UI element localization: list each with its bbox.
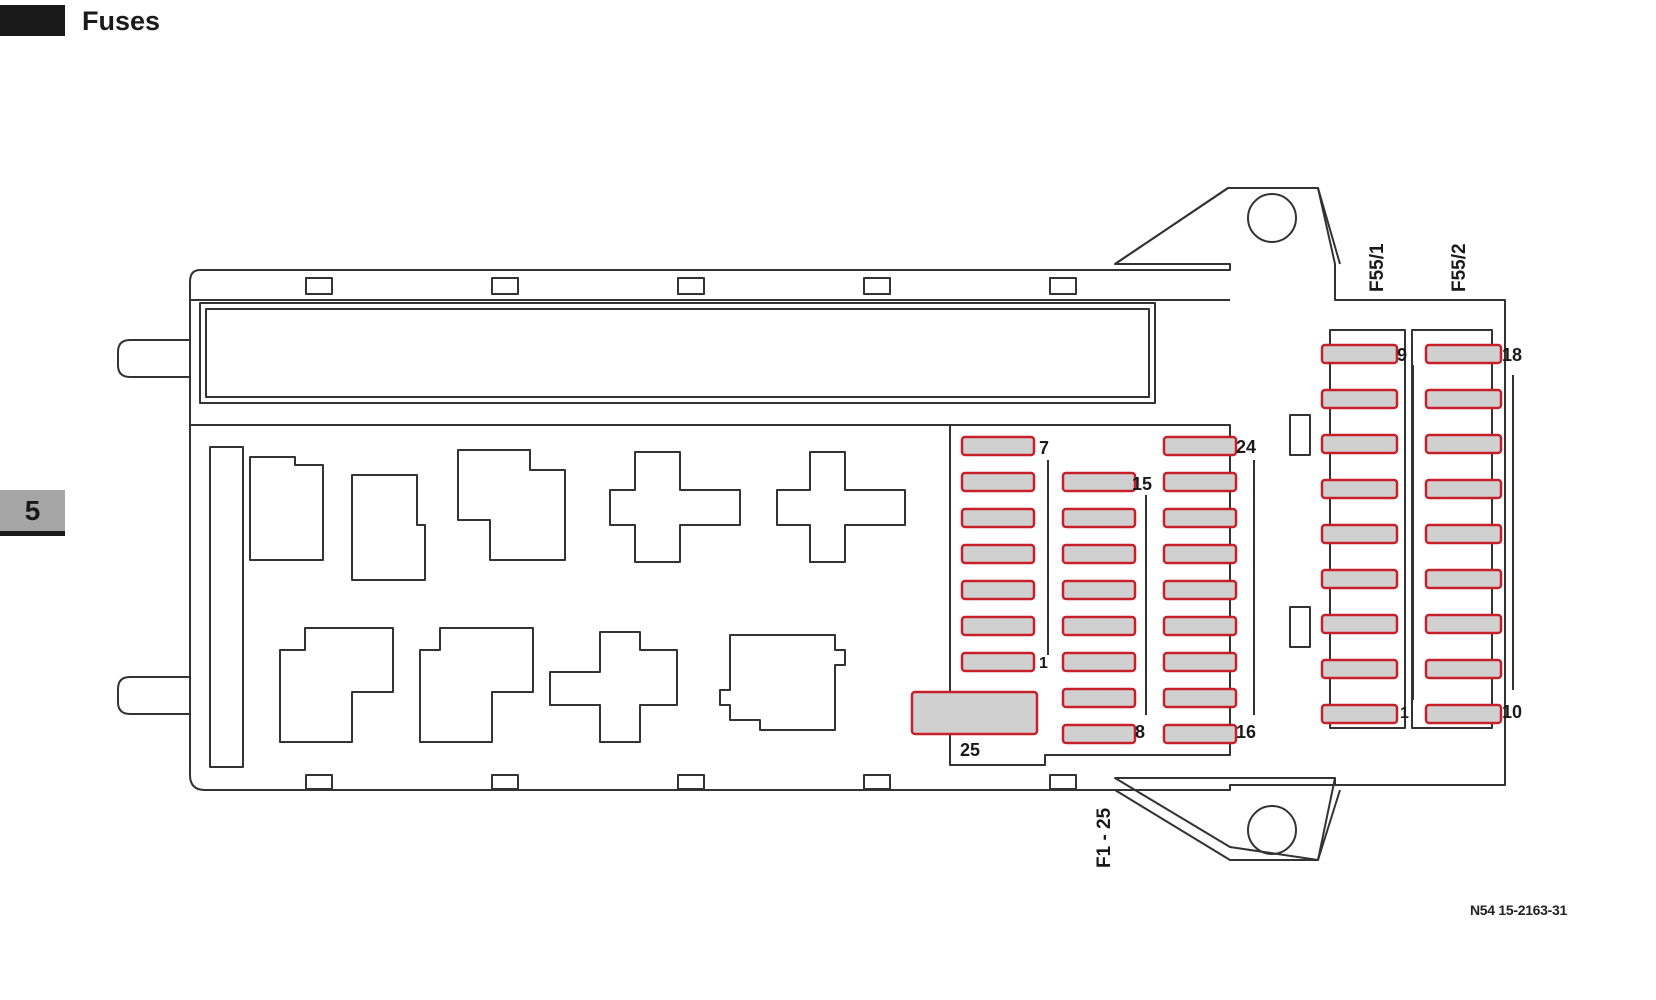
clip (1049, 774, 1077, 790)
fuse-slot (1162, 579, 1238, 601)
header-bar (0, 5, 65, 36)
fuse-slot (1061, 579, 1137, 601)
fuse-slot (1162, 543, 1238, 565)
mounting-hole-top (1247, 193, 1297, 243)
side-strip (209, 446, 244, 768)
fuse-slot (1320, 568, 1399, 590)
chapter-number: 5 (24, 495, 41, 526)
fuse-slot (1424, 433, 1503, 455)
fuse-slot (1424, 703, 1503, 725)
fuse-slot (960, 615, 1036, 637)
relay-bar-inner (205, 308, 1150, 398)
fuse-slot (1061, 651, 1137, 673)
clip (491, 774, 519, 790)
fuse-slot (1061, 507, 1137, 529)
fuse-slot (1320, 388, 1399, 410)
relay-socket (419, 627, 534, 743)
chapter-tab[interactable] (0, 490, 65, 536)
fuse-slot (1162, 723, 1238, 745)
relay-socket (609, 451, 741, 563)
clip (491, 277, 519, 295)
fuse-slot (1320, 343, 1399, 365)
fuse-number-label: 18 (1502, 345, 1522, 365)
fuse-slot (1424, 613, 1503, 635)
relay-socket (279, 627, 394, 743)
clip (305, 774, 333, 790)
f1-25-block (949, 424, 1231, 766)
relay-socket (776, 451, 906, 563)
fuse-slot-large (910, 690, 1039, 736)
fuse-slot (960, 471, 1036, 493)
fuse-slot (1424, 523, 1503, 545)
fuse-number-label: 1 (1039, 655, 1048, 672)
fuse-number-label: 9 (1397, 345, 1407, 365)
fuse-slot (960, 435, 1036, 457)
fuse-slot (1162, 435, 1238, 457)
group-label-f55-2: F55/2 (1449, 243, 1470, 292)
fuse-slot (1320, 523, 1399, 545)
fuse-slot (960, 579, 1036, 601)
fuse-slot (960, 651, 1036, 673)
clip (677, 277, 705, 295)
relay-socket (719, 634, 846, 731)
mounting-ear-top (1114, 187, 1341, 265)
fuse-slot (1061, 471, 1137, 493)
reference-code: N54 15-2163-31 (1470, 902, 1567, 918)
fuse-slot (1162, 687, 1238, 709)
group-label-f1-25: F1 - 25 (1094, 807, 1115, 868)
fuse-number-label: 7 (1039, 438, 1049, 458)
fuse-slot (960, 507, 1036, 529)
connector-pin-upper (117, 339, 190, 378)
connector-pin-lower (117, 676, 190, 715)
fuse-slot (1424, 658, 1503, 680)
mounting-hole-bottom (1247, 805, 1297, 855)
fuse-number-label: 16 (1236, 722, 1256, 742)
clip (1049, 277, 1077, 295)
clip (677, 774, 705, 790)
fuse-slot (1320, 433, 1399, 455)
fuse-slot (1424, 568, 1503, 590)
fuse-slot (1424, 478, 1503, 500)
fuse-slot (1424, 388, 1503, 410)
fuse-slot (1061, 543, 1137, 565)
fuse-number-label: 8 (1135, 722, 1145, 742)
housing-inner-line (190, 299, 1230, 426)
page-title: Fuses (82, 6, 161, 36)
fuse-slot (1320, 613, 1399, 635)
relay-socket (549, 631, 678, 743)
fuse-slot (1162, 651, 1238, 673)
relay-socket (351, 474, 426, 581)
fuse-slot (1320, 658, 1399, 680)
fuse-number-label: 15 (1132, 474, 1152, 494)
fuse-slot (960, 543, 1036, 565)
fuse-slot (1061, 723, 1137, 745)
fuse-number-label: 25 (960, 740, 980, 760)
relay-bar (199, 302, 1156, 404)
relay-socket (457, 449, 566, 561)
clip (863, 774, 891, 790)
fuse-slot (1320, 478, 1399, 500)
relay-socket (249, 456, 324, 561)
clip (863, 277, 891, 295)
fuse-slot (1424, 343, 1503, 365)
fuse-number-label: 1 (1400, 705, 1409, 722)
mounting-ear-bottom (1114, 789, 1341, 861)
fuse-number-label: 10 (1502, 702, 1522, 722)
side-latch (1289, 414, 1311, 456)
side-latch (1289, 606, 1311, 648)
group-label-f55-1: F55/1 (1367, 243, 1388, 292)
fuse-slot (1162, 507, 1238, 529)
fuse-number-label: 24 (1236, 437, 1256, 457)
fuse-slot (1162, 471, 1238, 493)
fuse-slot (1320, 703, 1399, 725)
clip (305, 277, 333, 295)
fuse-slot (1061, 687, 1137, 709)
fuse-slot (1162, 615, 1238, 637)
fuse-slot (1061, 615, 1137, 637)
